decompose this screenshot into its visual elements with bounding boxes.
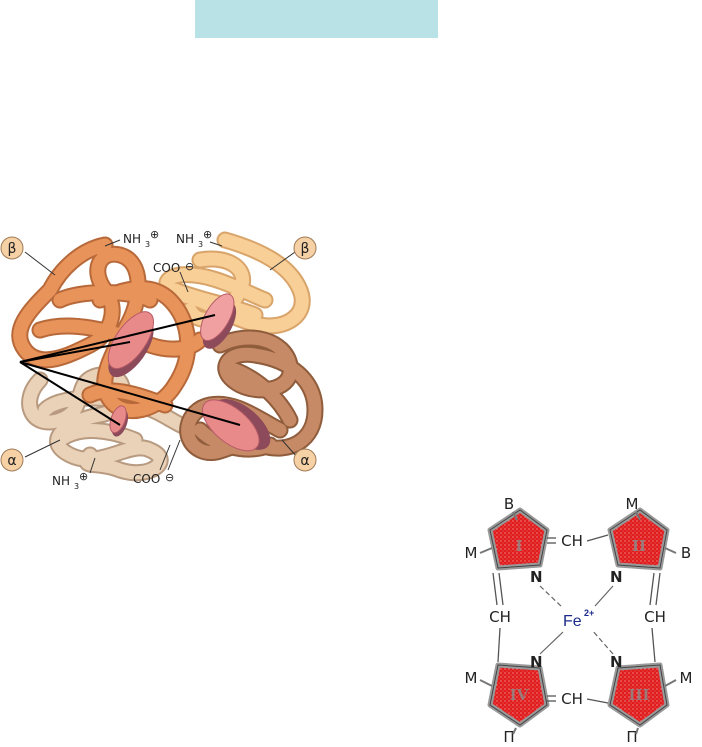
pyrrole-ring-III (607, 662, 670, 728)
svg-text:⊕: ⊕ (203, 228, 212, 241)
subunit-labels: β β α α (0, 236, 317, 472)
fe-coordination-bonds (539, 585, 614, 655)
nh3-top-left-label: NH 3 ⊕ (123, 228, 159, 249)
svg-text:3: 3 (74, 482, 79, 491)
svg-text:β: β (301, 241, 310, 257)
nitrogen-ring-II: N (610, 568, 623, 586)
iron-center: Fe 2+ (563, 608, 594, 630)
svg-text:COO: COO (133, 472, 160, 486)
coo-top-label: COO ⊖ (153, 260, 194, 275)
ch-bridge-right: CH (644, 608, 666, 626)
heme-structure: I II III IV CH CH CH CH N N N N (465, 495, 693, 746)
heme-discs (107, 293, 271, 452)
ring-numeral-III: III (628, 686, 649, 704)
sub-B-ring-II: B (681, 544, 691, 562)
heme-disc-beta-left (107, 311, 154, 378)
nh3-bottom-label: NH 3 ⊕ (52, 470, 88, 491)
pyrrole-ring-II (607, 507, 670, 571)
sub-P-ring-III: П (626, 728, 637, 746)
sub-M-ring-I: M (465, 544, 478, 562)
sub-M-ring-IV: M (465, 669, 478, 687)
nitrogen-ring-IV: N (530, 653, 543, 671)
coo-bottom-label: COO ⊖ (133, 471, 174, 486)
sub-M-ring-II-top: M (626, 495, 639, 513)
terminal-labels: NH 3 ⊕ NH 3 ⊕ COO ⊖ NH 3 ⊕ COO ⊖ (52, 228, 212, 491)
alpha-right-chain (179, 329, 324, 461)
svg-text:⊕: ⊕ (150, 228, 159, 241)
alpha-right-label: α (293, 448, 317, 472)
svg-text:3: 3 (145, 240, 150, 249)
ring-numeral-I: I (515, 537, 522, 555)
ring-numeral-IV: IV (510, 686, 529, 704)
svg-text:NH: NH (52, 474, 70, 488)
svg-text:3: 3 (198, 240, 203, 249)
heme-disc-beta-right (200, 293, 237, 349)
substituent-labels: B M M B M M П П (465, 495, 693, 746)
svg-text:COO: COO (153, 261, 180, 275)
beta-left-chain (11, 236, 209, 420)
svg-text:⊖: ⊖ (185, 260, 194, 273)
ring-numeral-II: II (632, 537, 646, 555)
svg-text:⊖: ⊖ (165, 471, 174, 484)
svg-text:NH: NH (123, 232, 141, 246)
svg-text:⊕: ⊕ (79, 470, 88, 483)
pyrrole-ring-I (487, 507, 550, 571)
svg-text:α: α (300, 453, 309, 469)
svg-text:Fe: Fe (563, 613, 582, 630)
nitrogen-ring-I: N (530, 568, 543, 586)
heme-disc-alpha-left (109, 405, 129, 437)
nitrogen-ring-III: N (610, 653, 623, 671)
ch-bridge-top: CH (561, 532, 583, 550)
sub-B-ring-I: B (504, 495, 514, 513)
nh3-top-right-label: NH 3 ⊕ (176, 228, 212, 249)
substituent-bonds (479, 511, 677, 735)
sub-M-ring-III: M (680, 669, 693, 687)
svg-text:β: β (8, 241, 17, 257)
alpha-left-label: α (0, 448, 24, 472)
pyrrole-ring-IV (487, 662, 550, 728)
beta-right-label: β (293, 236, 317, 260)
ch-bridge-left: CH (489, 608, 511, 626)
beta-left-label: β (0, 236, 24, 260)
title-banner (195, 0, 438, 38)
svg-text:NH: NH (176, 232, 194, 246)
svg-text:α: α (7, 453, 16, 469)
sub-P-ring-IV: П (503, 728, 514, 746)
ch-bridge-bottom: CH (561, 690, 583, 708)
heme-pointer-lines (19, 314, 241, 426)
svg-text:2+: 2+ (584, 608, 594, 618)
leader-lines (24, 239, 298, 474)
methine-bridges (492, 534, 661, 704)
heme-disc-alpha-right (202, 398, 271, 452)
